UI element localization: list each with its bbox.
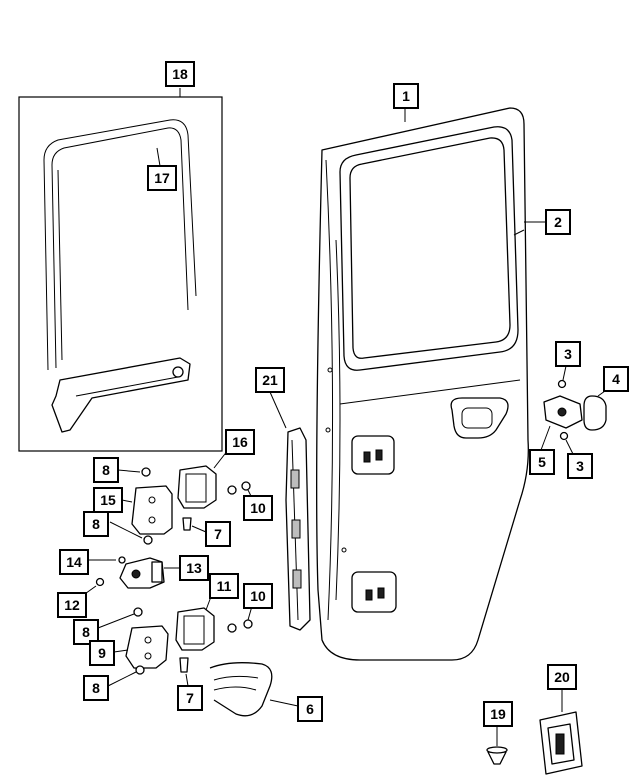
lower-hinge	[125, 607, 253, 675]
callout-6: 6	[297, 696, 323, 722]
callout-8c-label: 8	[82, 624, 90, 640]
leader-3a	[562, 365, 567, 381]
callout-10-lower: 10	[243, 583, 273, 609]
door-check-strap	[209, 662, 273, 717]
callout-4: 4	[603, 366, 629, 392]
callout-17: 17	[147, 165, 177, 191]
callout-13: 13	[179, 555, 209, 581]
callout-1-label: 1	[402, 88, 410, 104]
callout-10b-label: 10	[250, 588, 266, 604]
leader-21	[269, 391, 287, 429]
leader-8b	[109, 521, 143, 539]
callout-4-label: 4	[612, 371, 620, 387]
callout-3a-label: 3	[564, 346, 572, 362]
callout-11: 11	[209, 573, 239, 599]
callout-1: 1	[393, 83, 419, 109]
plug	[486, 746, 508, 765]
callout-17-label: 17	[154, 170, 170, 186]
leader-5	[540, 425, 551, 451]
callout-8-d: 8	[83, 675, 109, 701]
callout-12-label: 12	[64, 597, 80, 613]
callout-9: 9	[89, 640, 115, 666]
callout-15-label: 15	[100, 492, 116, 508]
callout-20-label: 20	[554, 669, 570, 685]
callout-7-upper: 7	[205, 521, 231, 547]
leader-3b	[565, 439, 574, 455]
door-seal-strip	[285, 427, 311, 631]
striker-assembly	[543, 379, 607, 441]
callout-2: 2	[545, 209, 571, 235]
leader-8d	[107, 671, 137, 687]
hinge-pin-assembly	[95, 556, 165, 589]
callout-16: 16	[225, 429, 255, 455]
callout-13-label: 13	[186, 560, 202, 576]
channel-bracket	[51, 357, 191, 433]
leader-7b	[185, 673, 189, 687]
handle-bezel	[539, 711, 583, 775]
callout-16-label: 16	[232, 434, 248, 450]
callout-5: 5	[529, 449, 555, 475]
callout-3-lower: 3	[567, 453, 593, 479]
upper-hinge	[131, 465, 251, 545]
callout-6-label: 6	[306, 701, 314, 717]
callout-5-label: 5	[538, 454, 546, 470]
callout-21: 21	[255, 367, 285, 393]
leader-8c	[97, 613, 135, 629]
callout-21-label: 21	[262, 372, 278, 388]
callout-3b-label: 3	[576, 458, 584, 474]
callout-20: 20	[547, 664, 577, 690]
callout-8-b: 8	[83, 511, 109, 537]
door-shell	[316, 107, 529, 661]
leader-6	[269, 699, 299, 707]
leader-9	[113, 649, 129, 653]
leader-15	[121, 499, 133, 503]
callout-18: 18	[165, 61, 195, 87]
detail-frame	[18, 96, 223, 452]
callout-19: 19	[483, 701, 513, 727]
callout-15: 15	[93, 487, 123, 513]
leader-7a	[191, 525, 207, 533]
leader-8a	[117, 469, 141, 473]
callout-18-label: 18	[172, 66, 188, 82]
callout-3-upper: 3	[555, 341, 581, 367]
callout-10a-label: 10	[250, 500, 266, 516]
callout-9-label: 9	[98, 645, 106, 661]
glass-run-channel	[43, 119, 197, 371]
callout-8-a: 8	[93, 457, 119, 483]
callout-8d-label: 8	[92, 680, 100, 696]
callout-2-label: 2	[554, 214, 562, 230]
callout-14: 14	[59, 549, 89, 575]
callout-8b-label: 8	[92, 516, 100, 532]
callout-7-lower: 7	[177, 685, 203, 711]
callout-19-label: 19	[490, 706, 506, 722]
callout-7a-label: 7	[214, 526, 222, 542]
callout-10-upper: 10	[243, 495, 273, 521]
callout-7b-label: 7	[186, 690, 194, 706]
callout-11-label: 11	[217, 578, 232, 594]
callout-14-label: 14	[66, 554, 82, 570]
callout-8a-label: 8	[102, 462, 110, 478]
callout-12: 12	[57, 592, 87, 618]
leader-17	[156, 147, 161, 167]
